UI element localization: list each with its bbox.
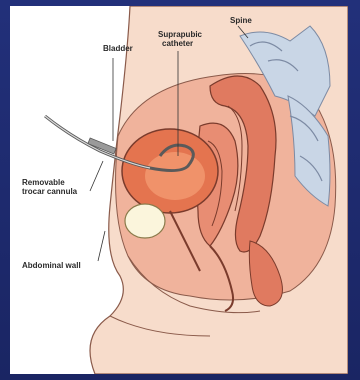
label-abdominal-wall: Abdominal wall <box>22 261 81 270</box>
bladder-inner <box>145 152 205 200</box>
pubic-bone <box>125 204 165 238</box>
label-spine: Spine <box>230 16 252 25</box>
anatomy-illustration-panel: Bladder Suprapubic catheter Spine Remova… <box>10 6 348 374</box>
label-suprapubic-catheter-2: catheter <box>162 39 193 48</box>
label-trocar-cannula-2: trocar cannula <box>22 187 77 196</box>
label-trocar-cannula-1: Removable <box>22 178 65 187</box>
label-suprapubic-catheter-1: Suprapubic <box>158 30 202 39</box>
label-bladder: Bladder <box>103 44 133 53</box>
